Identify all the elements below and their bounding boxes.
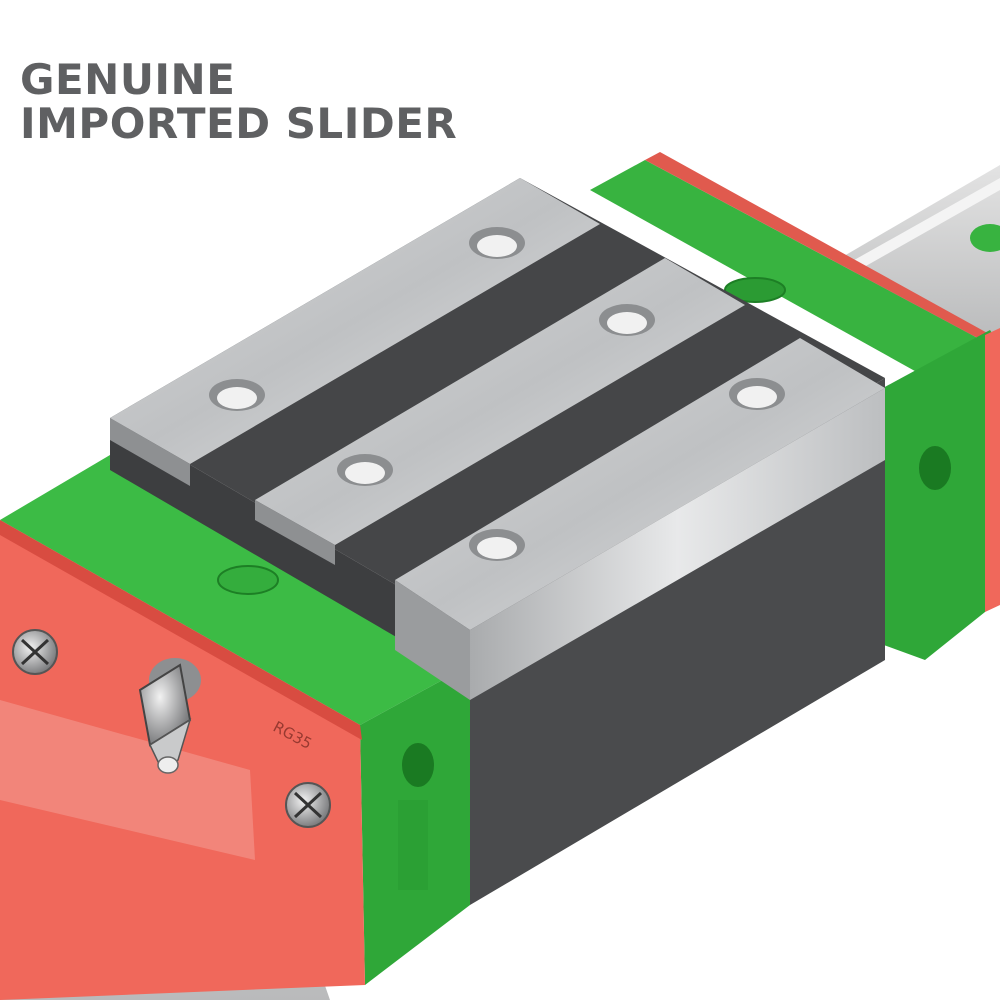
back-end-seal <box>590 152 1000 660</box>
back-end-cap <box>985 328 1000 612</box>
lube-port <box>402 743 434 787</box>
front-end-cap: RG35 <box>0 520 365 1000</box>
top-plate-3 <box>395 338 885 630</box>
headline-line-1: GENUINE <box>20 55 236 104</box>
lube-port <box>919 446 951 490</box>
front-end-seal <box>0 455 470 985</box>
rail-back <box>820 165 1000 345</box>
end-cap-screws <box>12 629 331 828</box>
rail-mount-hole <box>970 224 1000 252</box>
headline-line-2: IMPORTED SLIDER <box>20 99 458 148</box>
mounting-holes <box>209 227 785 561</box>
slider-block <box>110 178 885 905</box>
screw-icon <box>12 629 58 675</box>
screw-icon <box>285 782 331 828</box>
headline: GENUINE IMPORTED SLIDER <box>20 58 457 146</box>
grease-nipple-icon <box>138 658 201 774</box>
